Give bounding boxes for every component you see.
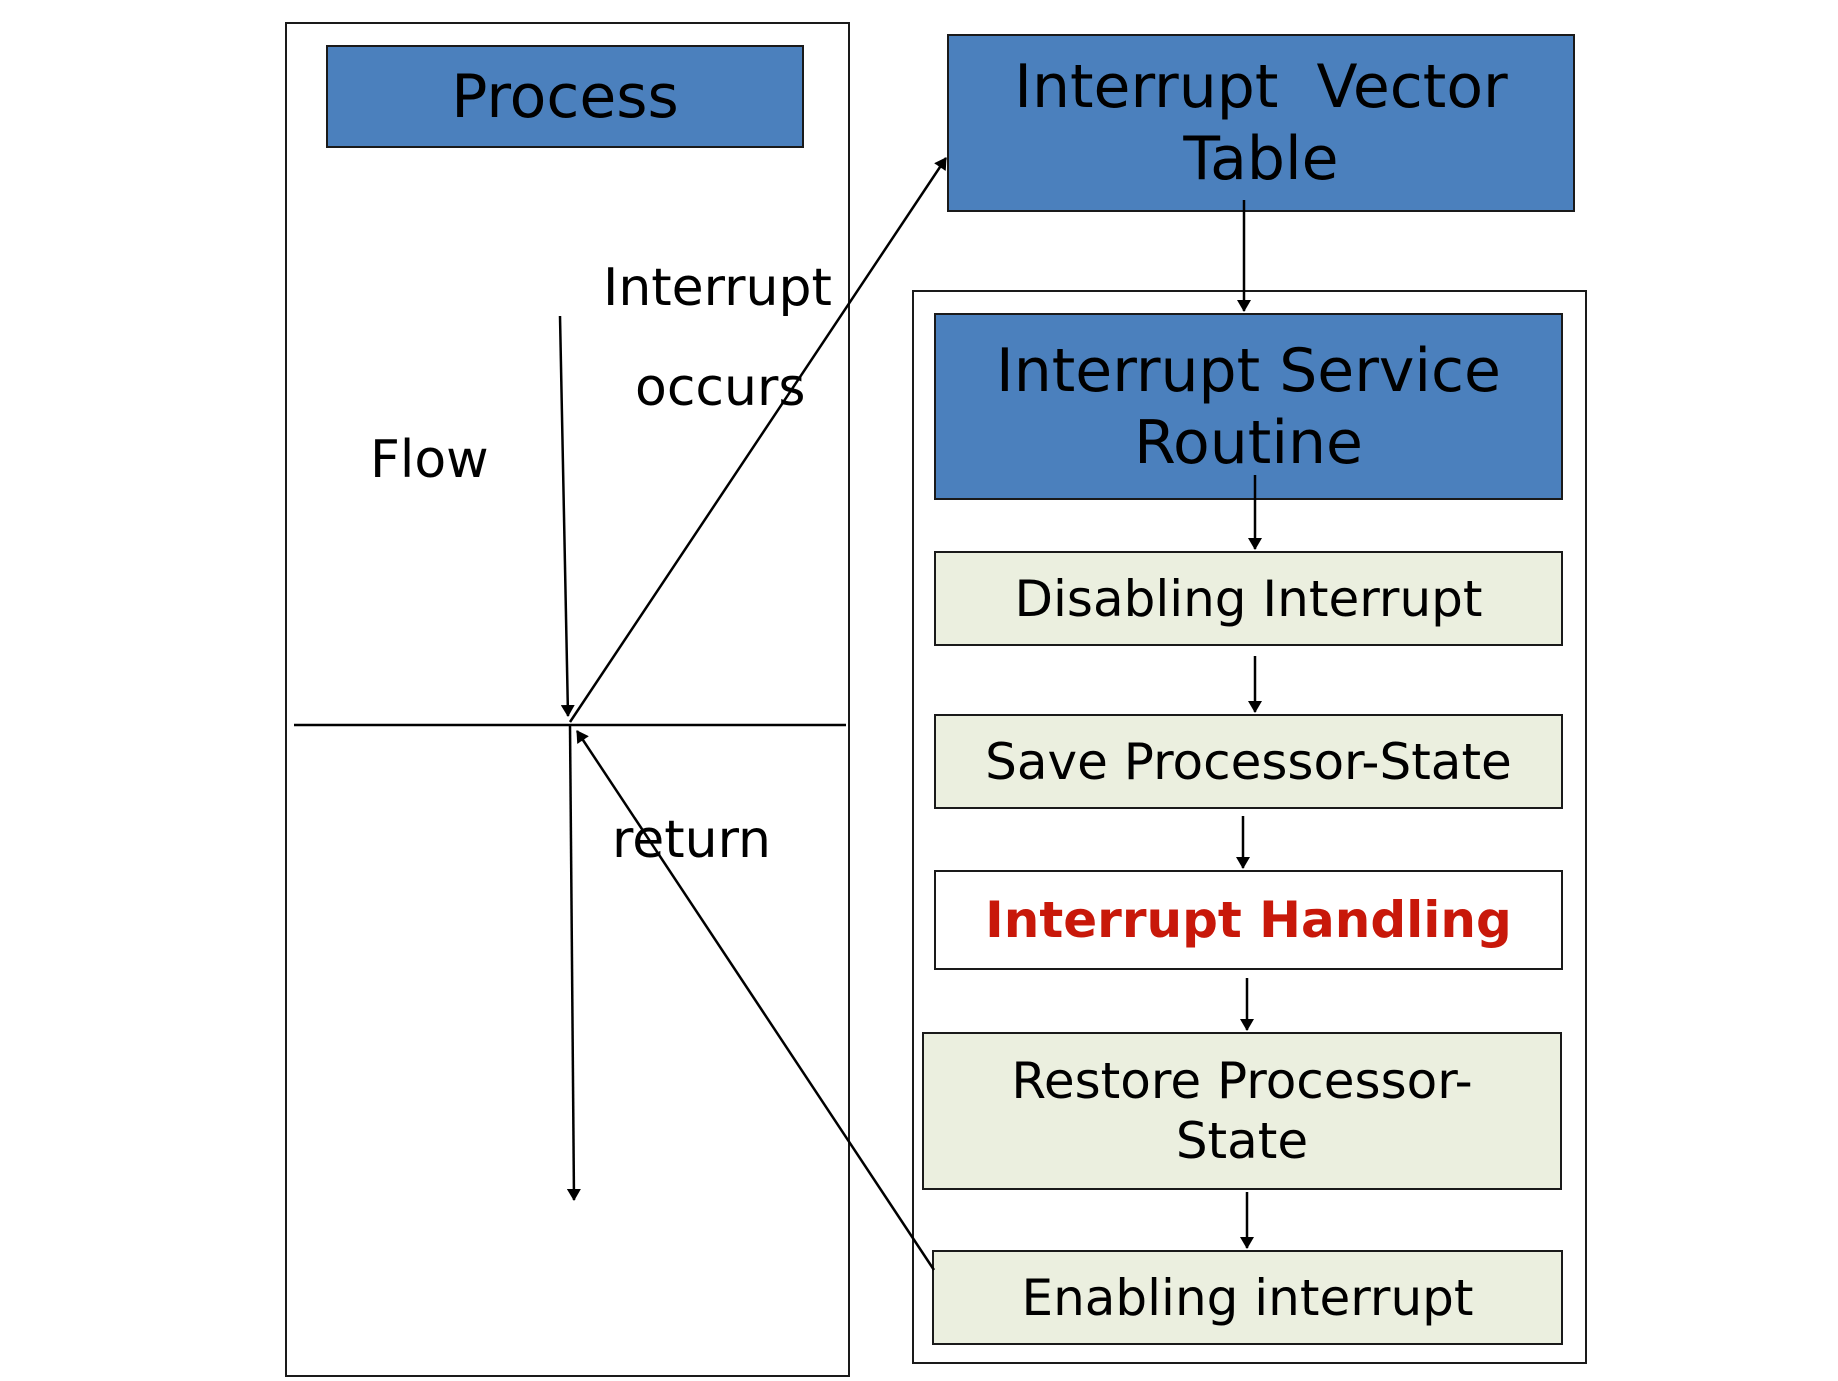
interrupt-occurs-arrow <box>568 157 948 723</box>
restore-processor-state-line1: Restore Processor- <box>1011 1052 1473 1110</box>
continue-flow-arrow <box>566 724 581 1201</box>
interrupt-service-routine-box: Interrupt Service Routine <box>934 313 1563 500</box>
save-processor-state-text: Save Processor-State <box>985 732 1512 791</box>
process-title: Process <box>451 61 679 132</box>
restore-processor-state-box: Restore Processor- State <box>922 1032 1562 1190</box>
interrupt-handling-box: Interrupt Handling <box>934 870 1563 970</box>
interrupt-occurs-label-line2: occurs <box>635 358 806 418</box>
isr-line1: Interrupt Service <box>996 335 1501 406</box>
enabling-interrupt-box: Enabling interrupt <box>932 1250 1563 1345</box>
interrupt-vector-table-line1: Interrupt Vector <box>1014 52 1508 122</box>
interrupt-handling-text: Interrupt Handling <box>985 891 1512 949</box>
return-arrow <box>575 730 936 1271</box>
enabling-interrupt-text: Enabling interrupt <box>1021 1268 1474 1327</box>
flow-arrow <box>558 315 575 717</box>
disabling-interrupt-box: Disabling Interrupt <box>934 551 1563 646</box>
disabling-interrupt-text: Disabling Interrupt <box>1014 569 1483 628</box>
return-label: return <box>612 810 771 870</box>
isr-line2: Routine <box>1134 407 1363 478</box>
process-title-box: Process <box>326 45 804 148</box>
interrupt-vector-table-line2: Table <box>1183 124 1339 194</box>
save-processor-state-box: Save Processor-State <box>934 714 1563 809</box>
restore-processor-state-line2: State <box>1175 1112 1309 1170</box>
interrupt-vector-table-box: Interrupt Vector Table <box>947 34 1575 212</box>
flow-label: Flow <box>370 430 489 490</box>
interrupt-occurs-label-line1: Interrupt <box>603 258 832 318</box>
